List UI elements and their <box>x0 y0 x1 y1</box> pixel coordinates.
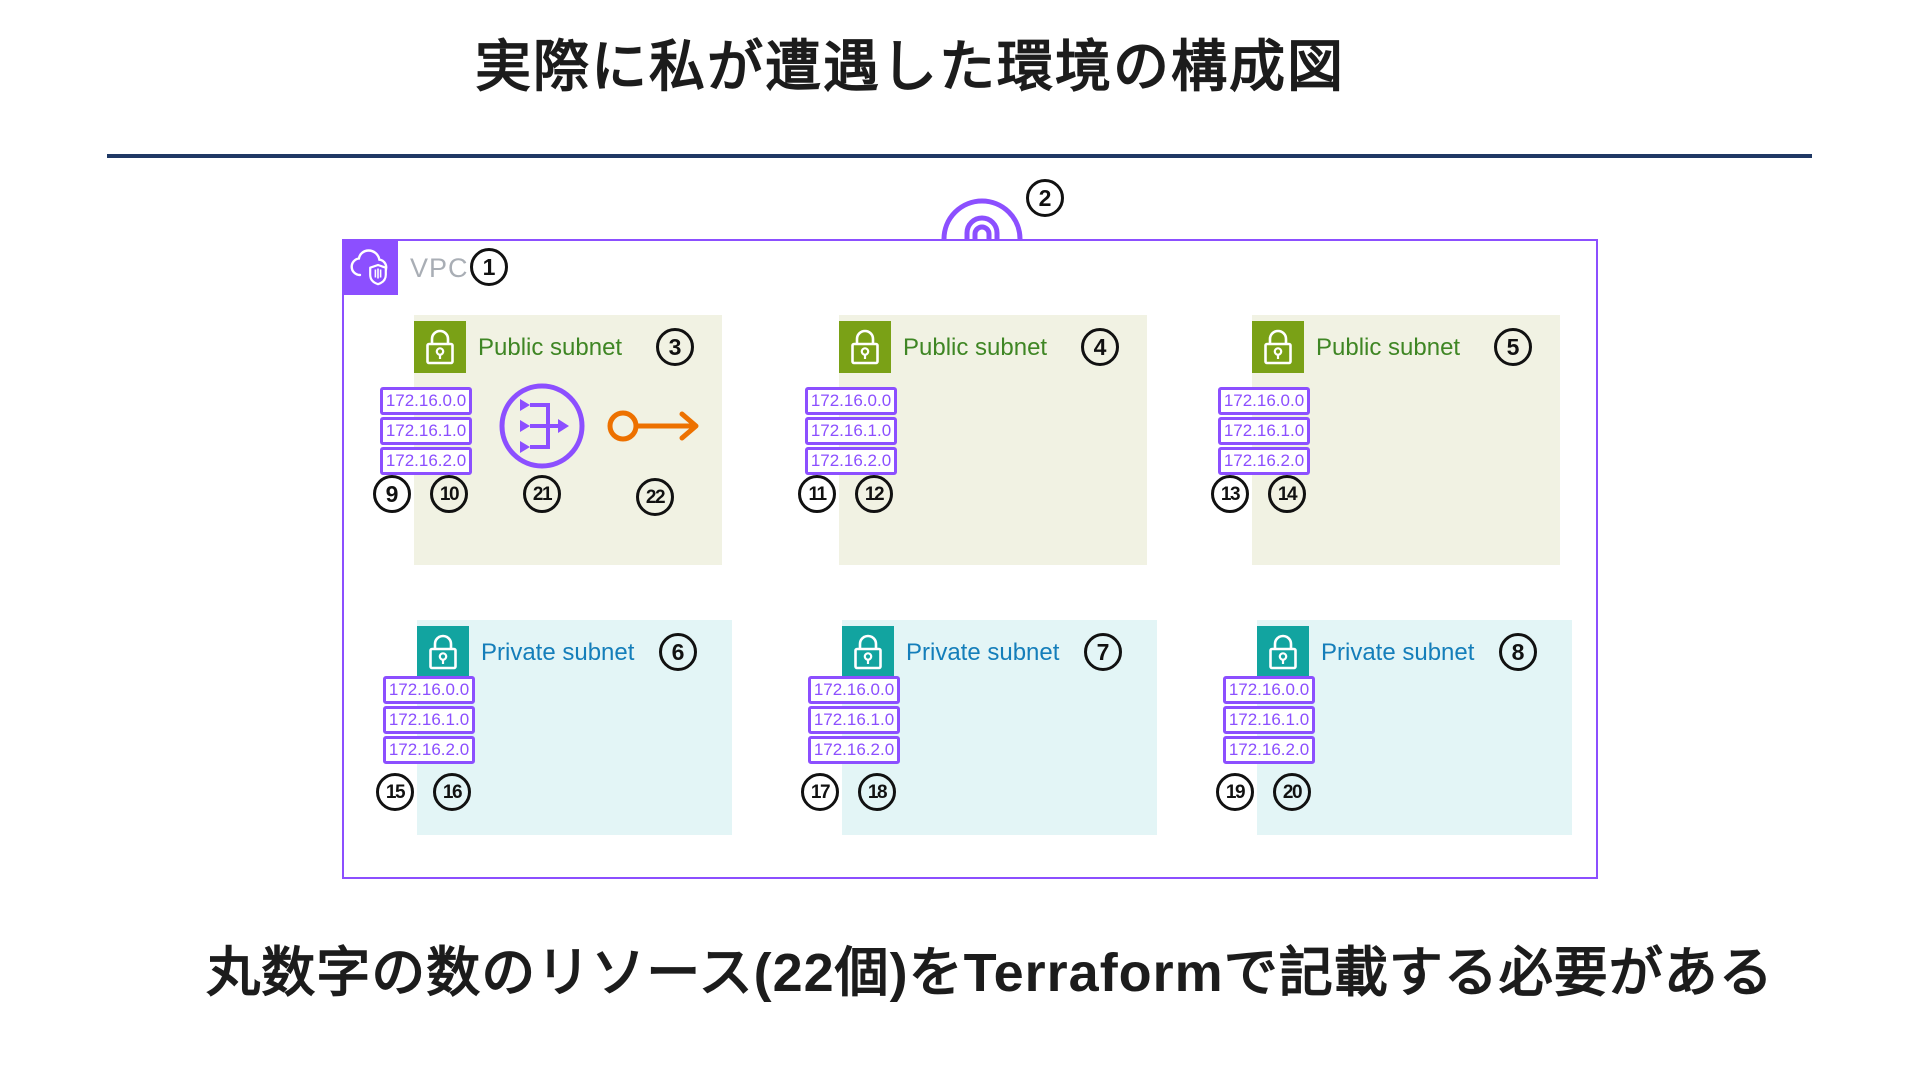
subnet-lock-icon <box>839 321 891 373</box>
circled-number-21: 21 <box>523 475 561 513</box>
subnet-lock-icon <box>1252 321 1304 373</box>
circled-number-14: 14 <box>1268 475 1306 513</box>
cidr-box: 172.16.1.0 <box>380 417 472 445</box>
subnet-lock-icon <box>417 626 469 678</box>
cidr-box: 172.16.2.0 <box>805 447 897 475</box>
cidr-box: 172.16.1.0 <box>808 706 900 734</box>
public-subnet-1: Public subnet 3 172.16.0.0 172.16.1.0 17… <box>373 315 722 565</box>
vpc-box: VPC 1 Public subnet 3 172.16.0.0 172.16.… <box>342 239 1598 879</box>
circled-number-8: 8 <box>1499 633 1537 671</box>
cidr-box: 172.16.0.0 <box>1218 387 1310 415</box>
cidr-list: 172.16.0.0 172.16.1.0 172.16.2.0 <box>383 676 475 766</box>
cidr-box: 172.16.0.0 <box>805 387 897 415</box>
circled-number-16: 16 <box>433 773 471 811</box>
circled-number-22: 22 <box>636 478 674 516</box>
page-title: 実際に私が遭遇した環境の構成図 <box>475 35 1345 98</box>
circled-number-18: 18 <box>858 773 896 811</box>
subnet-label: Public subnet <box>903 334 1048 361</box>
cidr-list: 172.16.0.0 172.16.1.0 172.16.2.0 <box>808 676 900 766</box>
circled-number-13: 13 <box>1211 475 1249 513</box>
cidr-box: 172.16.0.0 <box>808 676 900 704</box>
cidr-box: 172.16.2.0 <box>1223 736 1315 764</box>
cidr-box: 172.16.1.0 <box>1218 417 1310 445</box>
vpc-label: VPC <box>410 253 469 283</box>
circled-number-15: 15 <box>376 773 414 811</box>
public-subnet-2: Public subnet 4 172.16.0.0 172.16.1.0 17… <box>798 315 1147 565</box>
circled-number-2: 2 <box>1026 179 1064 217</box>
cidr-box: 172.16.0.0 <box>380 387 472 415</box>
circled-number-11: 11 <box>798 475 836 513</box>
footer-note: 丸数字の数のリソース(22個)をTerraformで記載する必要がある <box>206 943 1774 1003</box>
title-underline <box>107 154 1812 158</box>
subnet-label: Public subnet <box>478 334 623 361</box>
cidr-box: 172.16.2.0 <box>808 736 900 764</box>
circled-number-17: 17 <box>801 773 839 811</box>
circled-number-1: 1 <box>470 248 508 286</box>
private-subnet-3: Private subnet 8 172.16.0.0 172.16.1.0 1… <box>1216 620 1572 835</box>
circled-number-4: 4 <box>1081 328 1119 366</box>
cidr-box: 172.16.1.0 <box>805 417 897 445</box>
cidr-list: 172.16.0.0 172.16.1.0 172.16.2.0 <box>380 387 472 477</box>
cidr-list: 172.16.0.0 172.16.1.0 172.16.2.0 <box>1223 676 1315 766</box>
cidr-box: 172.16.1.0 <box>383 706 475 734</box>
cidr-box: 172.16.2.0 <box>383 736 475 764</box>
circled-number-9: 9 <box>373 475 411 513</box>
circled-number-6: 6 <box>659 633 697 671</box>
circled-number-3: 3 <box>656 328 694 366</box>
circled-number-10: 10 <box>430 475 468 513</box>
cidr-list: 172.16.0.0 172.16.1.0 172.16.2.0 <box>805 387 897 477</box>
subnet-label: Private subnet <box>481 639 635 666</box>
route-arrow-icon <box>606 406 706 446</box>
cidr-box: 172.16.1.0 <box>1223 706 1315 734</box>
private-subnet-1: Private subnet 6 172.16.0.0 172.16.1.0 1… <box>376 620 732 835</box>
cidr-box: 172.16.2.0 <box>380 447 472 475</box>
circled-number-7: 7 <box>1084 633 1122 671</box>
subnet-lock-icon <box>1257 626 1309 678</box>
subnet-label: Private subnet <box>1321 639 1475 666</box>
subnet-lock-icon <box>842 626 894 678</box>
route-table-icon <box>498 382 586 470</box>
public-subnet-3: Public subnet 5 172.16.0.0 172.16.1.0 17… <box>1211 315 1560 565</box>
circled-number-12: 12 <box>855 475 893 513</box>
subnet-label: Public subnet <box>1316 334 1461 361</box>
circled-number-5: 5 <box>1494 328 1532 366</box>
cidr-box: 172.16.0.0 <box>1223 676 1315 704</box>
circled-number-19: 19 <box>1216 773 1254 811</box>
circled-number-20: 20 <box>1273 773 1311 811</box>
subnet-label: Private subnet <box>906 639 1060 666</box>
cidr-box: 172.16.2.0 <box>1218 447 1310 475</box>
private-subnet-2: Private subnet 7 172.16.0.0 172.16.1.0 1… <box>801 620 1157 835</box>
cidr-box: 172.16.0.0 <box>383 676 475 704</box>
cidr-list: 172.16.0.0 172.16.1.0 172.16.2.0 <box>1218 387 1310 477</box>
subnet-lock-icon <box>414 321 466 373</box>
vpc-icon <box>342 239 398 295</box>
